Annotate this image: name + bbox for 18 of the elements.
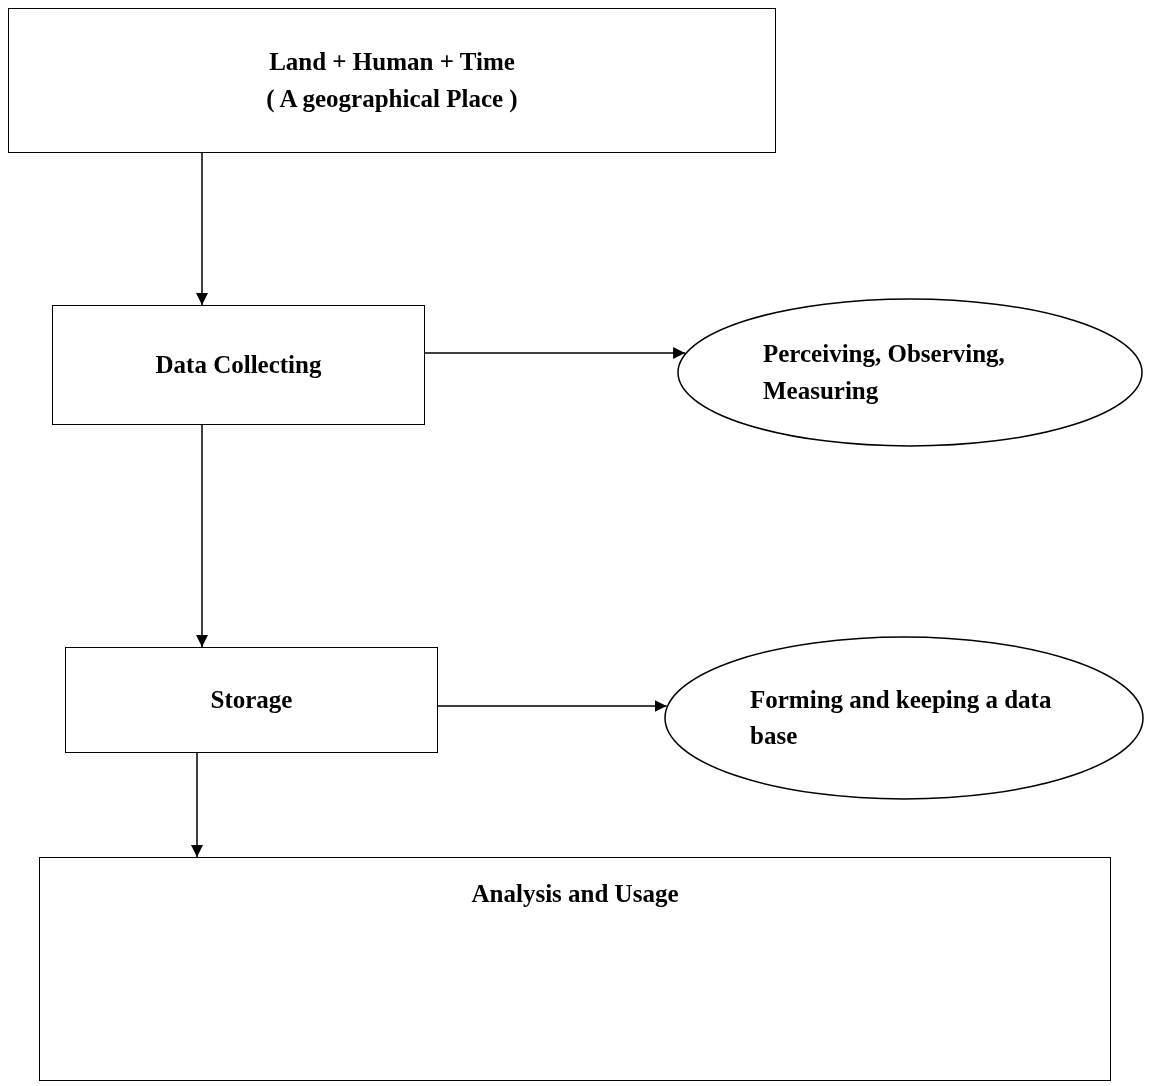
node-label: Storage [210, 684, 293, 715]
node-label: ( A geographical Place ) [266, 83, 518, 115]
arrow [424, 347, 686, 359]
arrow [437, 700, 668, 712]
node-label: Forming and keeping a data base [750, 684, 1053, 751]
process-box [8, 8, 776, 153]
process-ellipse [664, 636, 1144, 800]
process-box [65, 647, 438, 753]
node-label: Analysis and Usage [471, 879, 679, 909]
arrow [196, 424, 208, 648]
process-box [39, 857, 1111, 1081]
node-label: Land + Human + Time [269, 47, 515, 78]
process-ellipse [677, 298, 1143, 447]
node-label: Perceiving, Observing, Measuring [763, 339, 1006, 406]
arrow [196, 152, 208, 306]
process-box [52, 305, 425, 425]
node-label: Data Collecting [155, 349, 322, 380]
arrow [191, 752, 203, 858]
